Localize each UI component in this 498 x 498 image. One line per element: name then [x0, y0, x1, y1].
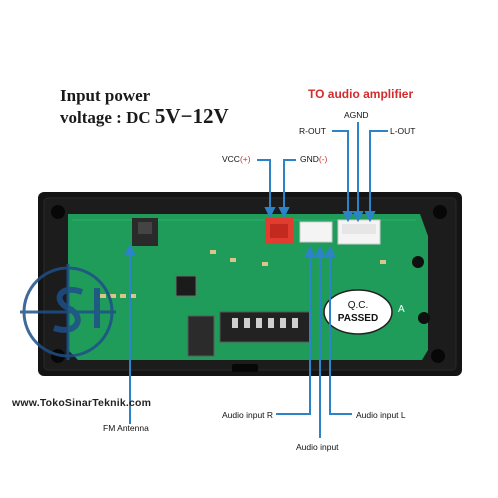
gnd-label: GND(-) [300, 154, 327, 164]
vcc-text: VCC [222, 154, 240, 164]
qc-line2: PASSED [338, 313, 378, 324]
voltage-value: 5V−12V [154, 104, 229, 128]
fm-antenna-label: FM Antenna [103, 423, 149, 433]
audio-input-label: Audio input [296, 442, 339, 452]
mount-hole-br [431, 349, 445, 363]
agnd-label: AGND [344, 110, 369, 120]
voltage-prefix: voltage : DC [60, 108, 155, 127]
mount-hole-tl [51, 205, 65, 219]
l-out-label: L-OUT [390, 126, 416, 136]
decoder-chip [175, 275, 197, 297]
silk-a: A [398, 304, 405, 315]
qc-line1: Q.C. [348, 300, 369, 311]
amplifier-title: TO audio amplifier [308, 87, 414, 101]
gnd-sign: (-) [318, 154, 328, 164]
vcc-sign: (+) [239, 154, 251, 164]
watermark-text: www.TokoSinarTeknik.com [12, 397, 152, 409]
gnd-text: GND [300, 154, 319, 164]
r-out-label: R-OUT [299, 126, 326, 136]
vcc-label: VCC(+) [222, 154, 251, 164]
mount-hole-tr [433, 205, 447, 219]
qc-passed-stamp [323, 289, 393, 335]
input-power-title: Input power [60, 86, 151, 105]
usb-port [187, 315, 215, 357]
audio-input-r-label: Audio input R [222, 410, 274, 420]
input-connector [299, 221, 333, 243]
voltage-title: voltage : DC 5V−12V [60, 104, 229, 129]
bottom-slot [232, 364, 258, 372]
audio-input-l-label: Audio input L [356, 410, 406, 420]
watermark-logo-icon [20, 264, 116, 360]
